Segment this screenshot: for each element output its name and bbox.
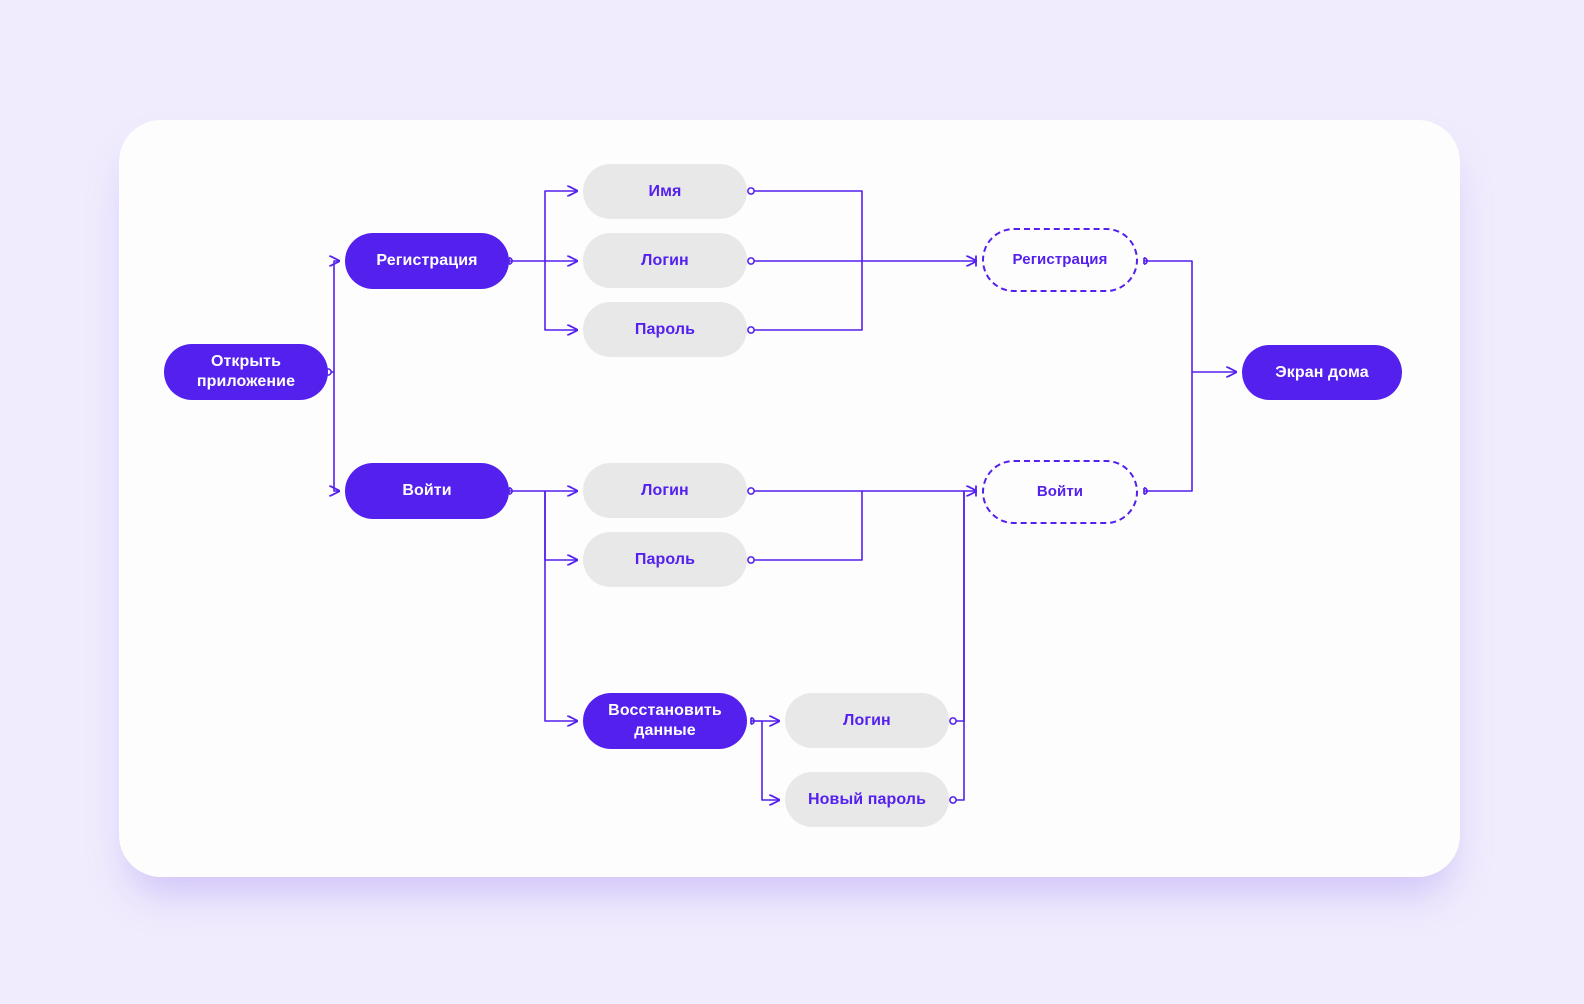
node-action-reg[interactable]: Регистрация	[982, 228, 1138, 292]
node-label-reg-login: Логин	[641, 251, 689, 269]
node-label-home-screen: Экран дома	[1275, 363, 1369, 381]
node-registration[interactable]: Регистрация	[345, 233, 509, 289]
node-action-login[interactable]: Войти	[982, 460, 1138, 524]
node-home-screen[interactable]: Экран дома	[1242, 345, 1402, 400]
node-login-login[interactable]: Логин	[583, 463, 747, 518]
node-label-login-password: Пароль	[634, 550, 696, 568]
node-restore-newpwd[interactable]: Новый пароль	[785, 772, 949, 827]
node-label-login: Войти	[402, 482, 452, 500]
node-label-restore-data: Восстановить данные	[608, 702, 722, 739]
node-label-reg-name: Имя	[648, 182, 682, 200]
node-label-registration: Регистрация	[376, 252, 478, 270]
node-label-action-login: Войти	[1036, 482, 1084, 500]
node-label-action-reg: Регистрация	[1012, 250, 1108, 268]
node-label-login-login: Логин	[641, 481, 689, 499]
node-open-app[interactable]: Открыть приложение	[164, 344, 328, 400]
node-label-restore-newpwd: Новый пароль	[807, 790, 927, 808]
node-label-open-app: Открыть приложение	[196, 353, 296, 390]
node-label-reg-password: Пароль	[634, 320, 696, 338]
node-restore-login[interactable]: Логин	[785, 693, 949, 748]
node-login-password[interactable]: Пароль	[583, 532, 747, 587]
diagram-card	[119, 120, 1460, 877]
node-reg-name[interactable]: Имя	[583, 164, 747, 219]
node-restore-data[interactable]: Восстановить данные	[583, 693, 747, 749]
node-reg-login[interactable]: Логин	[583, 233, 747, 288]
node-label-restore-login: Логин	[843, 711, 891, 729]
node-login[interactable]: Войти	[345, 463, 509, 519]
node-reg-password[interactable]: Пароль	[583, 302, 747, 357]
